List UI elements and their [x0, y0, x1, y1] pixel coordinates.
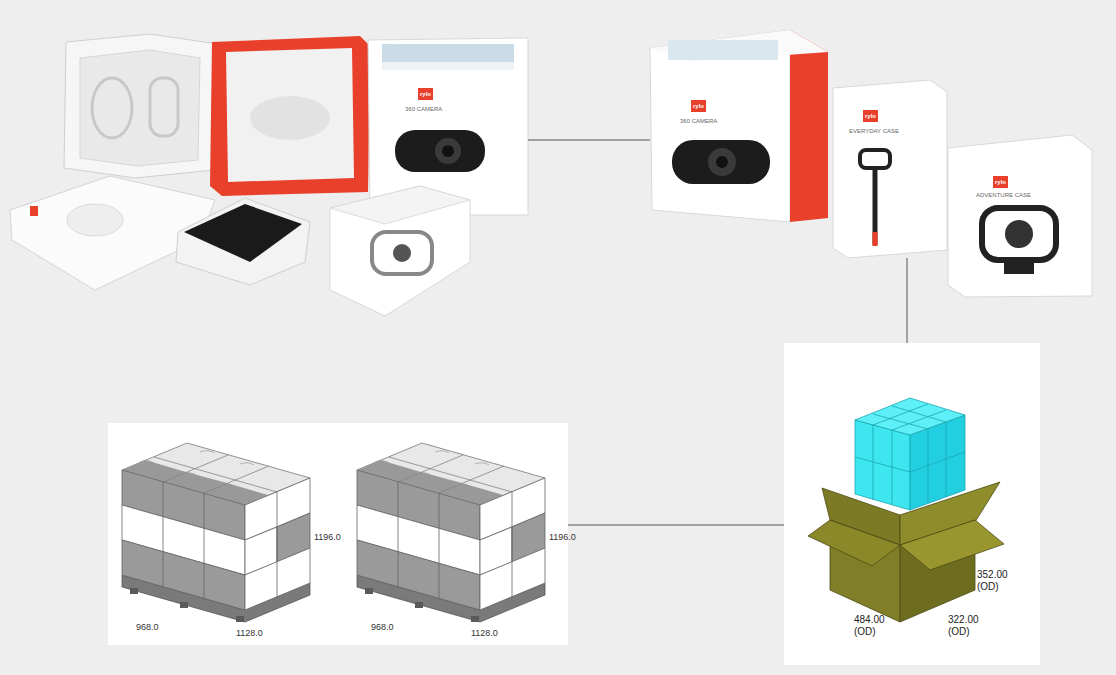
product-label: 360 CAMERA: [680, 118, 717, 124]
carton-panel: 352.00 (OD) 484.00 (OD) 322.00 (OD): [784, 343, 1040, 665]
connector-line: [907, 258, 908, 343]
product-label: ADVENTURE CASE: [976, 192, 1031, 198]
dimension-label: 322.00 (OD): [948, 614, 988, 637]
brand-logo: rylo: [418, 88, 433, 100]
dimension-label: 1128.0: [471, 629, 498, 638]
dimension-label: 968.0: [136, 623, 159, 632]
dimension-label: 484.00 (OD): [854, 614, 894, 637]
product-label: 360 CAMERA: [405, 106, 442, 112]
brand-logo: rylo: [993, 176, 1008, 188]
packaging-group: rylo 360 CAMERA: [5, 30, 528, 320]
dimension-label: 352.00 (OD): [977, 569, 1017, 592]
pallet-panel: 1196.0968.01128.01196.0968.01128.0: [108, 423, 568, 645]
brand-logo: rylo: [691, 100, 706, 112]
packaging-group: rylo360 CAMERAryloEVERYDAY CASEryloADVEN…: [650, 30, 1100, 258]
connector-line: [568, 525, 784, 526]
product-label: EVERYDAY CASE: [849, 128, 899, 134]
dimension-label: 1196.0: [549, 533, 576, 542]
connector-line: [528, 140, 650, 141]
dimension-label: 1128.0: [236, 629, 263, 638]
dimension-label: 968.0: [371, 623, 394, 632]
brand-logo: rylo: [863, 110, 878, 122]
dimension-label: 1196.0: [314, 533, 341, 542]
